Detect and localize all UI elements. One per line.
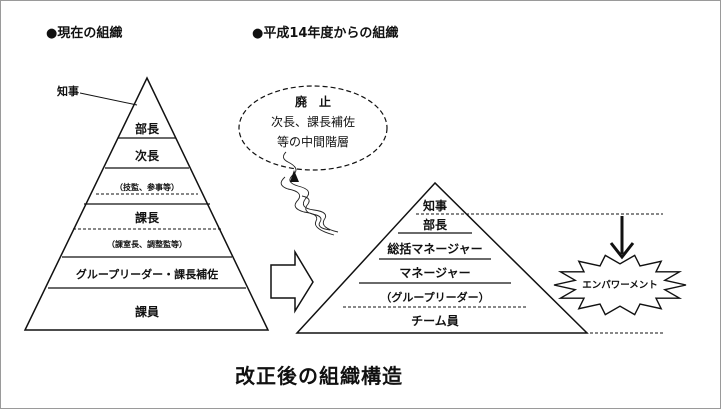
- right-level-bucho: 部長: [423, 217, 448, 232]
- empowerment-label: エンパワーメント: [582, 279, 658, 291]
- empowerment-starburst: エンパワーメント: [553, 254, 687, 316]
- right-pyramid: 知事 部長 総括マネージャー マネージャー （グループリーダー） チーム員: [295, 181, 663, 334]
- left-level-gikan: （技監、参事等）: [115, 182, 179, 192]
- abolished-ellipse: [238, 85, 388, 171]
- right-level-manager: マネージャー: [399, 266, 470, 280]
- diagram-caption: 改正後の組織構造: [235, 364, 403, 388]
- apex-leader-line: [79, 92, 138, 106]
- left-level-jicho: 次長: [135, 148, 160, 163]
- header-current-organization: ●現在の組織: [46, 26, 123, 41]
- header-future-organization: ●平成14年度からの組織: [252, 26, 399, 41]
- right-level-team-member: チーム員: [411, 314, 459, 328]
- right-pyramid-outline: [295, 181, 589, 334]
- abolished-line-2: 等の中間階層: [277, 134, 349, 149]
- starburst-shape: [553, 254, 687, 316]
- transition-arrow-icon: [270, 249, 314, 314]
- left-level-kacho: 課長: [135, 210, 160, 225]
- right-level-chiji: 知事: [422, 198, 447, 213]
- smoke-spiral-icon: [280, 151, 339, 236]
- left-level-group-leader: グループリーダー・課長補佐: [76, 267, 218, 281]
- abolished-bubble: 廃 止 次長、課長補佐 等の中間階層: [238, 85, 388, 171]
- right-level-group-leader: （グループリーダー）: [380, 290, 489, 304]
- left-level-kain: 課員: [135, 304, 159, 319]
- abolished-title: 廃 止: [295, 94, 331, 109]
- down-arrow-icon: [609, 216, 635, 260]
- left-pyramid: 知事 部長 次長 （技監、参事等） 課長 （課室長、調整監等） グループリーダー…: [23, 76, 270, 331]
- left-level-bucho: 部長: [135, 121, 160, 136]
- abolished-line-1: 次長、課長補佐: [271, 114, 355, 129]
- right-level-general-manager: 総括マネージャー: [387, 241, 482, 256]
- left-level-kashitsucho: （課室長、調整監等）: [107, 239, 187, 249]
- left-apex-label: 知事: [56, 84, 79, 98]
